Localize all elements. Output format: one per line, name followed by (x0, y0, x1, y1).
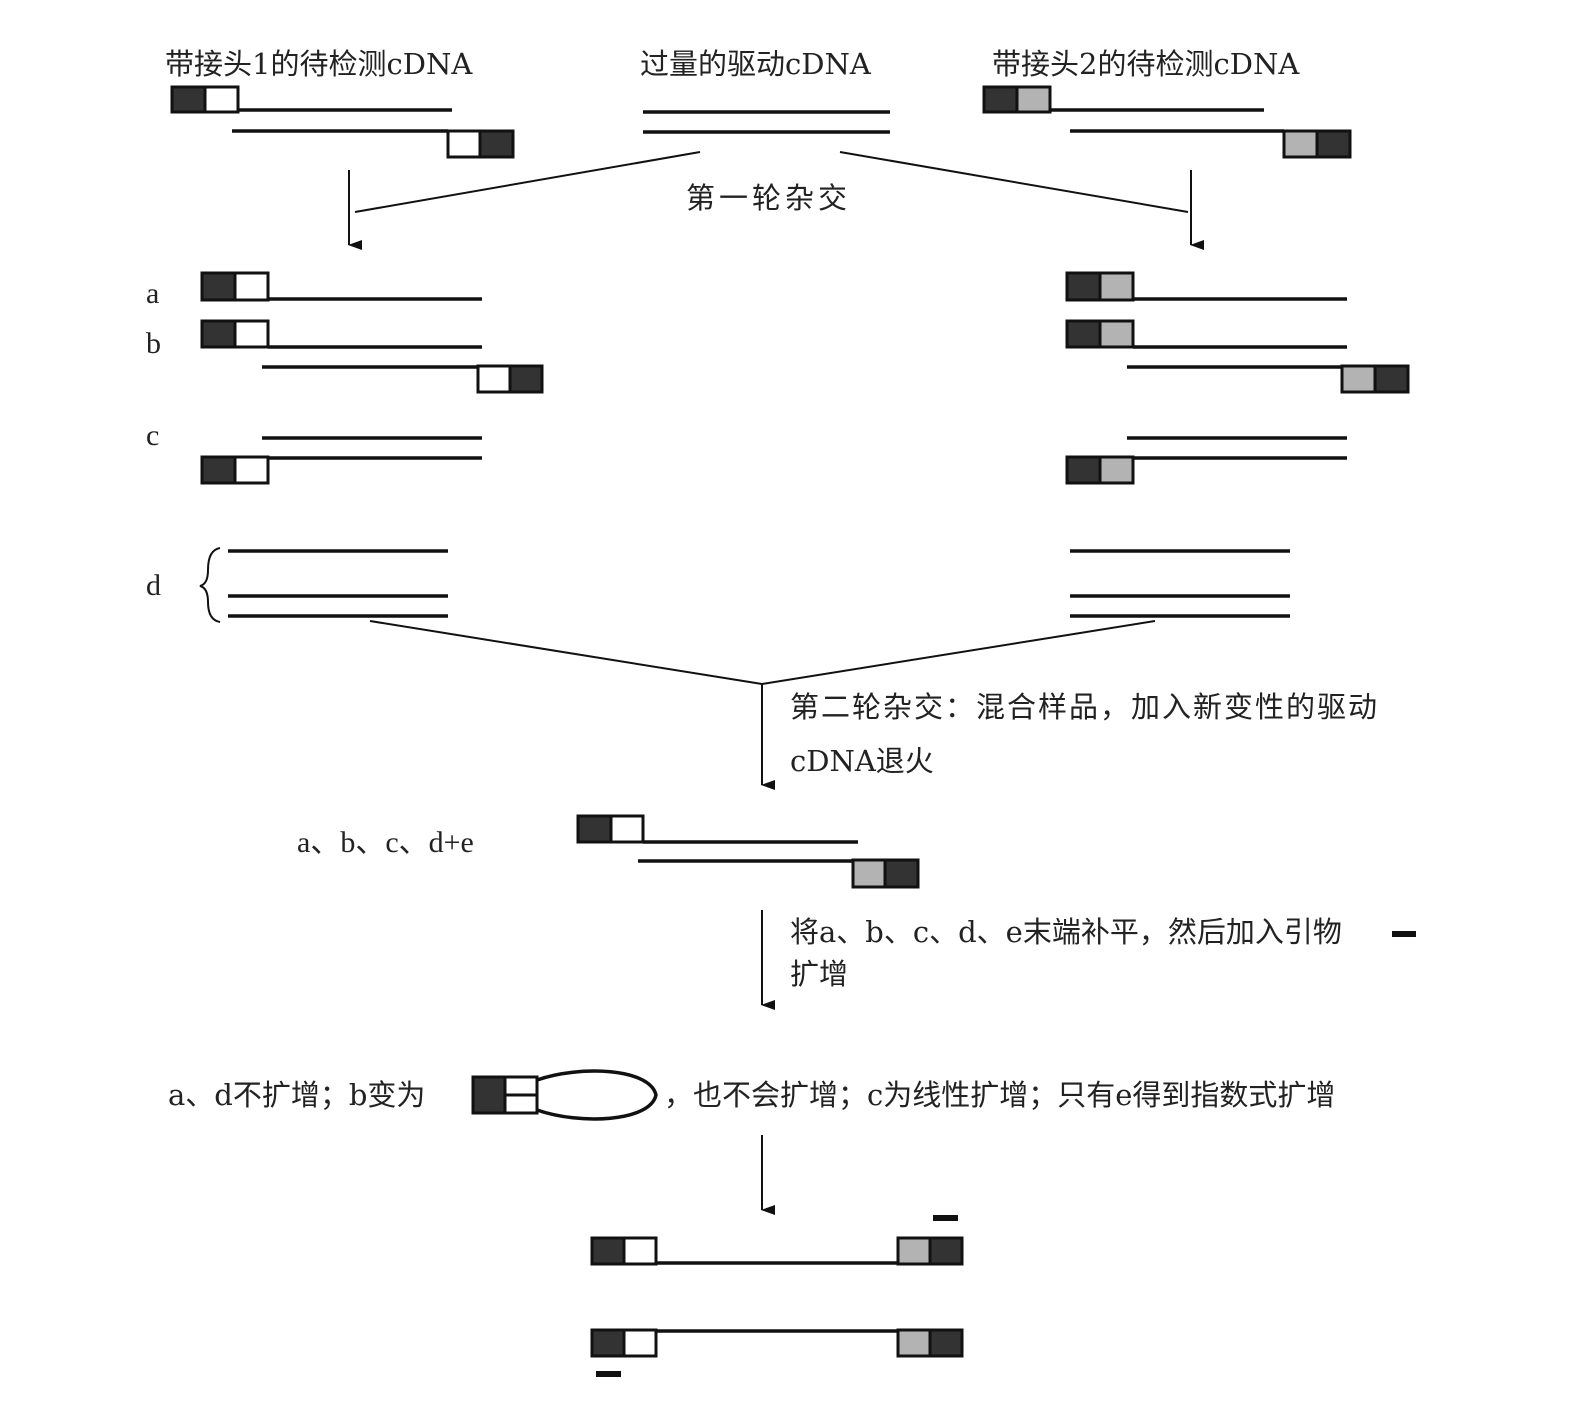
driver-connector-right (839, 151, 1189, 213)
first-hybridization-label: 第一轮杂交 (686, 181, 851, 215)
amplified-product (590, 1215, 964, 1377)
result-text-1: a、d不扩增；b变为 (168, 1078, 425, 1112)
second-hybridization-label-1: 第二轮杂交：混合样品，加入新变性的驱动 (790, 690, 1379, 724)
label-c: c (146, 419, 159, 452)
mix-label: a、b、c、d+e (297, 826, 474, 859)
fill-in-label-1: 将a、b、c、d、e末端补平，然后加入引物 (790, 915, 1342, 949)
fill-in-label-2: 扩增 (790, 957, 848, 991)
left-products (200, 271, 544, 618)
hairpin-icon (471, 1069, 658, 1121)
driver-connector-left (354, 151, 701, 213)
merge-line-left (369, 620, 763, 685)
label-a: a (146, 277, 159, 310)
merge-line-right (761, 620, 1156, 685)
hybrid-e (576, 814, 920, 889)
tester1-title: 带接头1的待检测cDNA (165, 47, 473, 81)
label-d: d (146, 569, 161, 602)
second-hybridization-label-2: cDNA退火 (790, 744, 934, 778)
primer-icon (1392, 931, 1416, 937)
tester2-cdna (982, 85, 1352, 159)
right-products (1065, 271, 1410, 618)
driver-title: 过量的驱动cDNA (640, 47, 872, 81)
brace-d (199, 547, 221, 623)
label-b: b (146, 327, 161, 360)
driver-cdna (643, 110, 890, 134)
result-text-2: ，也不会扩增；c为线性扩增；只有e得到指数式扩增 (664, 1078, 1335, 1112)
tester1-cdna (170, 85, 515, 159)
tester2-title: 带接头2的待检测cDNA (992, 47, 1300, 81)
